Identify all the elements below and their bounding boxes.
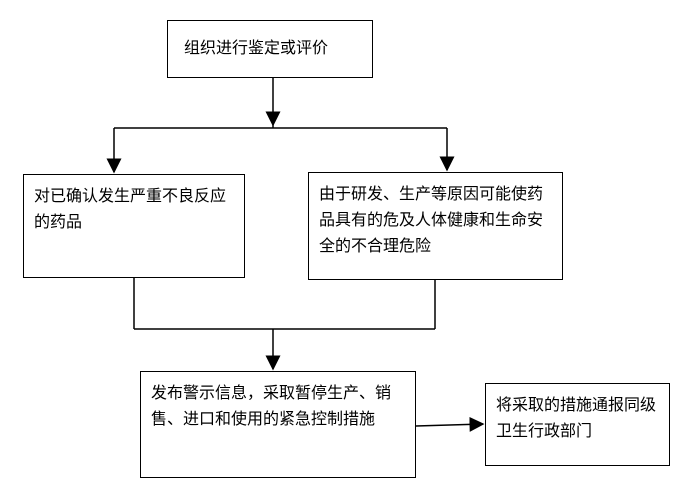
condition-right-box: 由于研发、生产等原因可能使药品具有的危及人体健康和生命安全的不合理危险 bbox=[308, 172, 563, 280]
report-box: 将采取的措施通报同级卫生行政部门 bbox=[485, 383, 670, 466]
condition-left-box: 对已确认发生严重不良反应的药品 bbox=[23, 174, 245, 278]
action-box: 发布警示信息，采取暂停生产、销售、进口和使用的紧急控制措施 bbox=[140, 371, 416, 478]
report-text: 将采取的措施通报同级卫生行政部门 bbox=[496, 395, 657, 440]
action-text: 发布警示信息，采取暂停生产、销售、进口和使用的紧急控制措施 bbox=[151, 383, 392, 428]
start-box-text: 组织进行鉴定或评价 bbox=[184, 38, 329, 57]
condition-left-text: 对已确认发生严重不良反应的药品 bbox=[34, 186, 227, 231]
start-box: 组织进行鉴定或评价 bbox=[167, 20, 373, 78]
condition-right-text: 由于研发、生产等原因可能使药品具有的危及人体健康和生命安全的不合理危险 bbox=[319, 184, 544, 255]
arrow-to-report-box bbox=[415, 416, 485, 432]
